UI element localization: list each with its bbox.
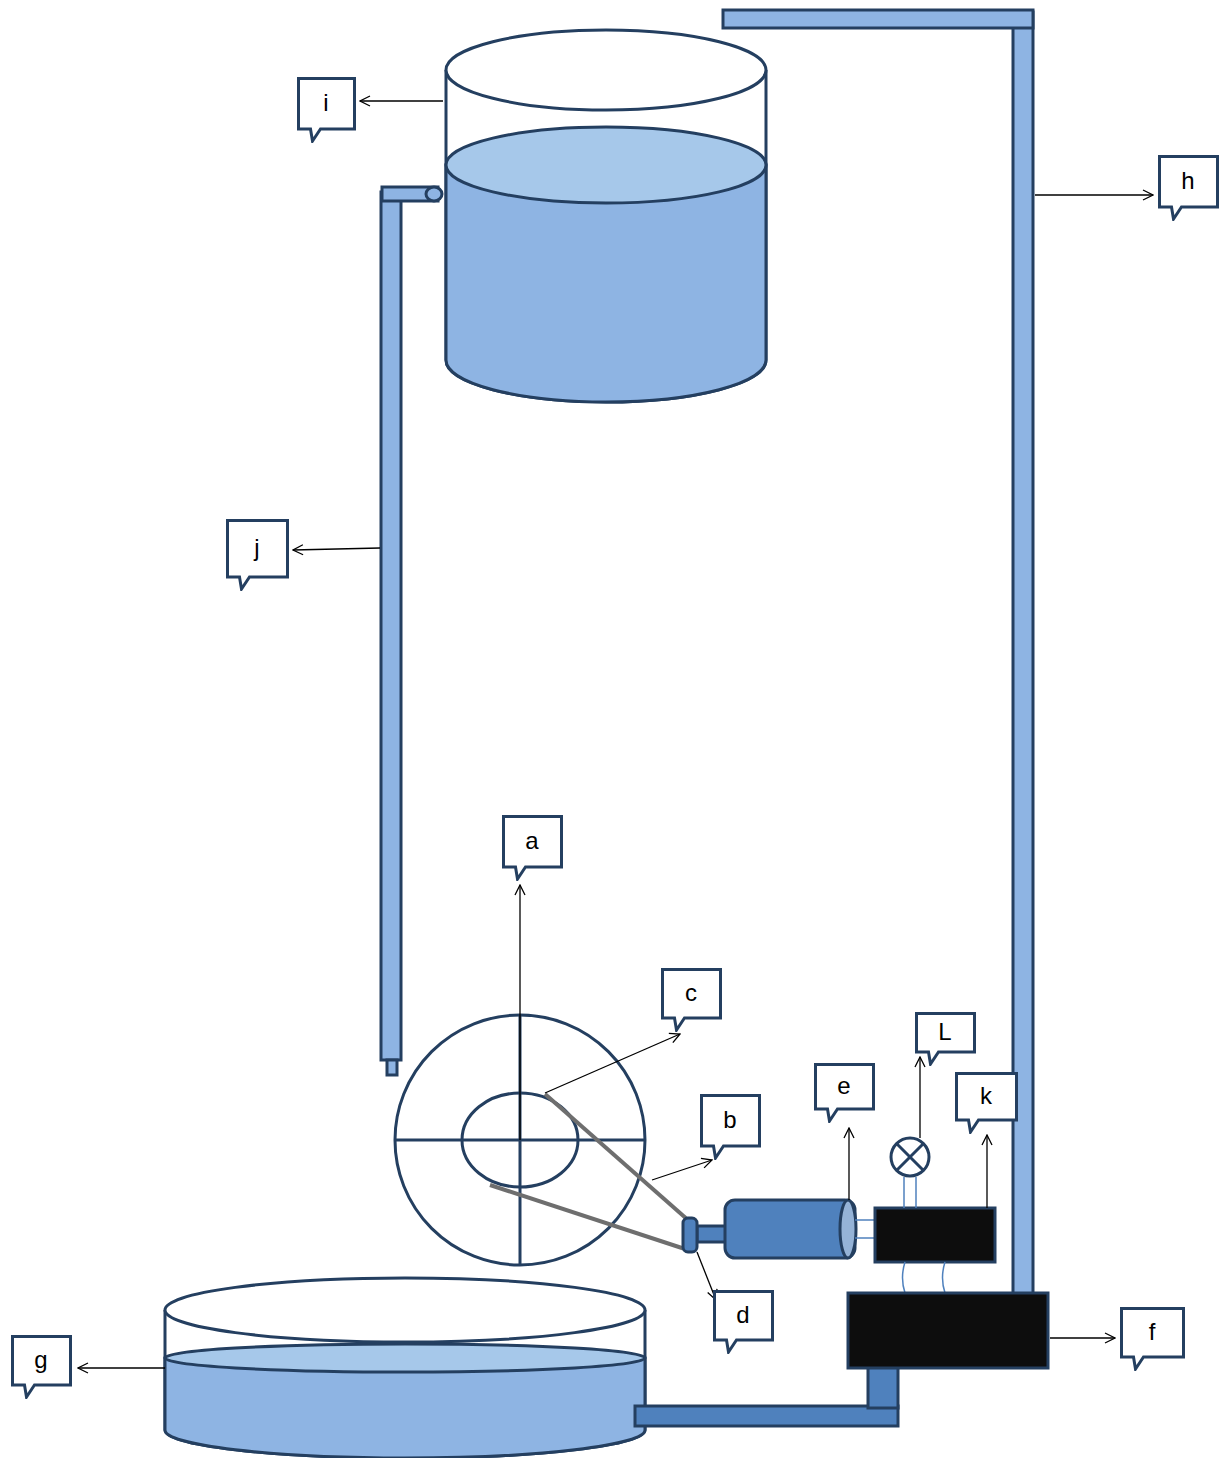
callout-box: e: [814, 1063, 874, 1109]
callout-box: L: [915, 1012, 975, 1052]
wires: [903, 1262, 946, 1293]
callout-box: g: [11, 1335, 71, 1385]
callout-letter: f: [1120, 1307, 1184, 1346]
callout-box: i: [297, 77, 355, 129]
lamp-symbol: [891, 1138, 929, 1208]
leader-lines: [78, 101, 1153, 1368]
callout-letter: e: [814, 1063, 874, 1100]
callout-letter: L: [915, 1012, 975, 1046]
callout-letter: d: [713, 1290, 773, 1329]
callout-box: k: [955, 1072, 1017, 1120]
pump-box: [848, 1293, 1048, 1368]
callout-box: d: [713, 1290, 773, 1340]
upper-tank: [446, 30, 766, 402]
return-pipe: [723, 10, 1033, 1295]
callout-letter: i: [297, 77, 355, 117]
callout-box: f: [1120, 1307, 1184, 1357]
callout-letter: c: [661, 968, 721, 1007]
callout-letter: h: [1158, 155, 1218, 195]
callout-letter: a: [502, 815, 562, 855]
callout-box: c: [661, 968, 721, 1018]
controller-box: [875, 1208, 995, 1262]
callout-letter: j: [226, 519, 288, 562]
callout-box: h: [1158, 155, 1218, 207]
callout-box: a: [502, 815, 562, 867]
callout-letter: g: [11, 1335, 71, 1374]
penstock-pipe: [381, 187, 442, 1075]
pump-pipe: [635, 1366, 898, 1426]
callout-letter: k: [955, 1072, 1017, 1110]
generator: [683, 1200, 875, 1258]
callout-box: b: [700, 1094, 760, 1146]
callout-box: j: [226, 519, 288, 577]
lower-tank: [165, 1278, 645, 1458]
callout-letter: b: [700, 1094, 760, 1134]
